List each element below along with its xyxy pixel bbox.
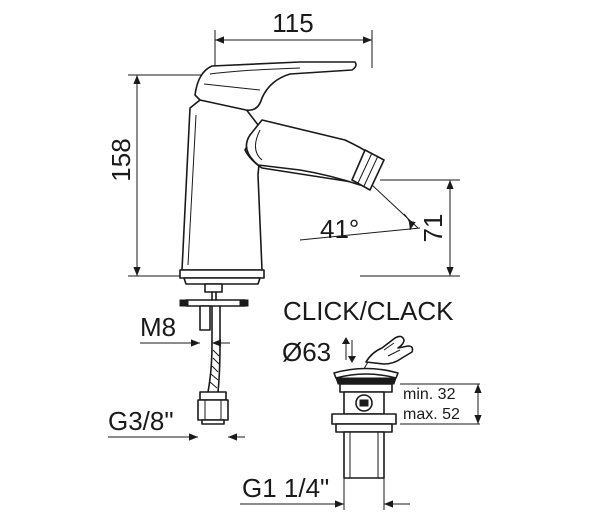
angle-label: 41°	[320, 214, 359, 244]
dimension-width: 115	[214, 8, 373, 175]
faucet-base	[179, 269, 265, 331]
dimension-height: 158	[106, 74, 210, 277]
hand-press-icon	[361, 335, 414, 373]
width-label: 115	[272, 8, 313, 38]
hose-thread-label: G3/8"	[108, 406, 174, 436]
up-down-arrow-icon	[342, 337, 356, 363]
waste-diameter-label: Ø63	[282, 337, 331, 367]
dimension-m8: M8	[140, 312, 230, 347]
m8-label: M8	[140, 312, 176, 342]
drain-thread-label: G1 1/4"	[242, 473, 329, 503]
spout-height-label: 71	[418, 214, 448, 243]
lever-handle	[194, 61, 357, 112]
dimension-hose-thread: G3/8"	[108, 406, 245, 441]
max-label: max. 52	[403, 406, 460, 423]
flex-hose	[197, 305, 229, 425]
height-label: 158	[106, 138, 136, 181]
dimension-min-max: min. 32 max. 52	[400, 383, 482, 425]
dimension-angle: 41°	[299, 184, 421, 244]
click-clack-title: CLICK/CLACK	[283, 296, 454, 326]
waste-drain	[331, 367, 399, 479]
faucet-body	[181, 99, 385, 271]
min-label: min. 32	[403, 386, 456, 403]
dimension-spout-height: 71	[360, 179, 460, 277]
dimension-drain-thread: G1 1/4"	[240, 473, 410, 510]
